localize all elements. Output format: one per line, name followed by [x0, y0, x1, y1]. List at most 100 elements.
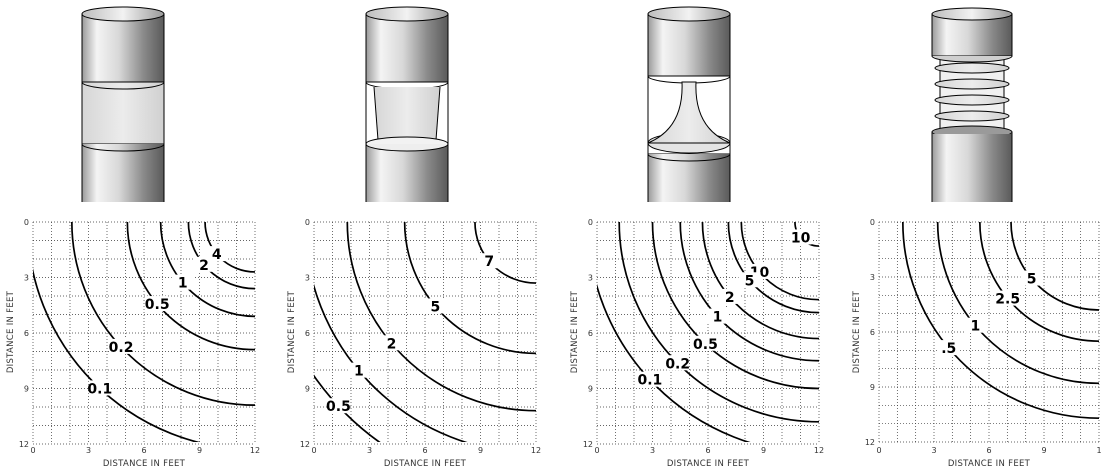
- y-tick-label: 3: [870, 273, 875, 282]
- x-tick-label: 0: [311, 446, 316, 455]
- y-tick-label: 9: [305, 385, 310, 394]
- y-tick-label: 12: [865, 438, 875, 447]
- grid: [33, 222, 256, 445]
- x-tick-label: 3: [931, 446, 936, 455]
- x-tick-label: 6: [705, 446, 710, 455]
- contour-label: 0.5: [145, 297, 170, 313]
- y-tick-label: 9: [870, 383, 875, 392]
- x-tick-label: 1: [1096, 446, 1101, 455]
- y-tick-label: 3: [305, 274, 310, 283]
- contour-label-bg: [718, 288, 741, 304]
- contour-label: 0.2: [665, 356, 690, 372]
- x-axis-label: DISTANCE IN FEET: [384, 459, 467, 469]
- x-tick-label: 3: [367, 446, 372, 455]
- y-tick-label: 9: [588, 385, 593, 394]
- contour-label-bg: [88, 380, 111, 396]
- contour-label: 1: [354, 364, 364, 380]
- isolux-contour: [474, 222, 536, 284]
- y-tick-label: 3: [588, 274, 593, 283]
- contour-label: 1: [713, 310, 723, 326]
- contour-label: 5: [745, 273, 755, 289]
- isolux-contour: [901, 222, 1099, 420]
- contour-label-bg: [192, 256, 215, 272]
- contour-label: 4: [212, 247, 222, 263]
- contour-label: 0.5: [326, 399, 351, 415]
- contour-label: 2: [199, 258, 209, 274]
- y-tick-label: 6: [305, 329, 310, 338]
- contour-label-bg: [706, 308, 729, 324]
- contour-label: 5: [1027, 272, 1037, 288]
- bollard-clear-band-icon: [81, 6, 165, 202]
- contour-label: 5: [431, 299, 441, 315]
- y-tick-label: 3: [24, 274, 29, 283]
- x-tick-label: 9: [761, 446, 766, 455]
- y-tick-label: 9: [24, 385, 29, 394]
- contour-label: 7: [484, 254, 494, 270]
- contour-label: 1: [178, 276, 188, 292]
- x-tick-label: 3: [86, 446, 91, 455]
- bollard-cone-reflector-icon: [647, 6, 731, 202]
- x-tick-label: 0: [876, 446, 881, 455]
- x-axis-label: DISTANCE IN FEET: [103, 459, 186, 469]
- y-axis-label: DISTANCE IN FEET: [570, 290, 580, 373]
- contour-label-bg: [738, 272, 761, 288]
- bollard-tapered-lens-icon: [365, 6, 449, 202]
- x-tick-label: 6: [141, 446, 146, 455]
- x-axis-label: DISTANCE IN FEET: [948, 459, 1031, 469]
- y-tick-label: 12: [300, 440, 310, 449]
- bollard-louvered-icon: [931, 7, 1013, 202]
- contour-label-bg: [146, 296, 169, 312]
- contour-label-bg: [638, 371, 661, 387]
- grid: [597, 222, 820, 445]
- contour-label-bg: [666, 355, 689, 371]
- isolux-contour: [403, 222, 536, 355]
- y-axis-label: DISTANCE IN FEET: [852, 290, 862, 373]
- contour-label: 1: [971, 319, 981, 335]
- x-tick-label: 6: [422, 446, 427, 455]
- contour-label-bg: [996, 290, 1019, 306]
- y-axis-label: DISTANCE IN FEET: [287, 290, 297, 373]
- x-tick-label: 0: [594, 446, 599, 455]
- contour-label-bg: [327, 398, 350, 414]
- x-tick-label: 3: [650, 446, 655, 455]
- contour-label: .5: [941, 341, 956, 357]
- contour-label-bg: [789, 229, 812, 245]
- y-tick-label: 0: [305, 218, 310, 227]
- contour-label-bg: [424, 298, 447, 314]
- y-tick-label: 12: [583, 440, 593, 449]
- contour-label-bg: [937, 340, 960, 356]
- x-tick-label: 0: [30, 446, 35, 455]
- x-tick-label: 9: [197, 446, 202, 455]
- x-tick-label: 9: [478, 446, 483, 455]
- y-tick-label: 12: [19, 440, 29, 449]
- x-tick-label: 6: [986, 446, 991, 455]
- contour-label-bg: [110, 338, 133, 354]
- contour-label-bg: [171, 274, 194, 290]
- contour-label: 2.5: [995, 292, 1020, 308]
- contour-label-bg: [964, 317, 987, 333]
- isolux-contour: [314, 283, 468, 442]
- contour-label-bg: [380, 335, 403, 351]
- contour-label: 0.1: [637, 373, 662, 389]
- contour-label: 2: [725, 290, 735, 306]
- y-tick-label: 0: [870, 218, 875, 227]
- contour-label-bg: [478, 253, 501, 269]
- y-tick-label: 6: [24, 329, 29, 338]
- x-tick-label: 9: [1041, 446, 1046, 455]
- contour-label-bg: [347, 362, 370, 378]
- isolux-contour: [978, 222, 1099, 343]
- contour-label: 0.1: [87, 381, 112, 397]
- y-tick-label: 6: [870, 328, 875, 337]
- contour-label: 2: [387, 336, 397, 352]
- isolux-contour: [701, 222, 819, 340]
- x-tick-label: 12: [814, 446, 824, 455]
- x-tick-label: 12: [250, 446, 260, 455]
- isolux-contour: [936, 222, 1099, 385]
- y-axis-label: DISTANCE IN FEET: [6, 290, 16, 373]
